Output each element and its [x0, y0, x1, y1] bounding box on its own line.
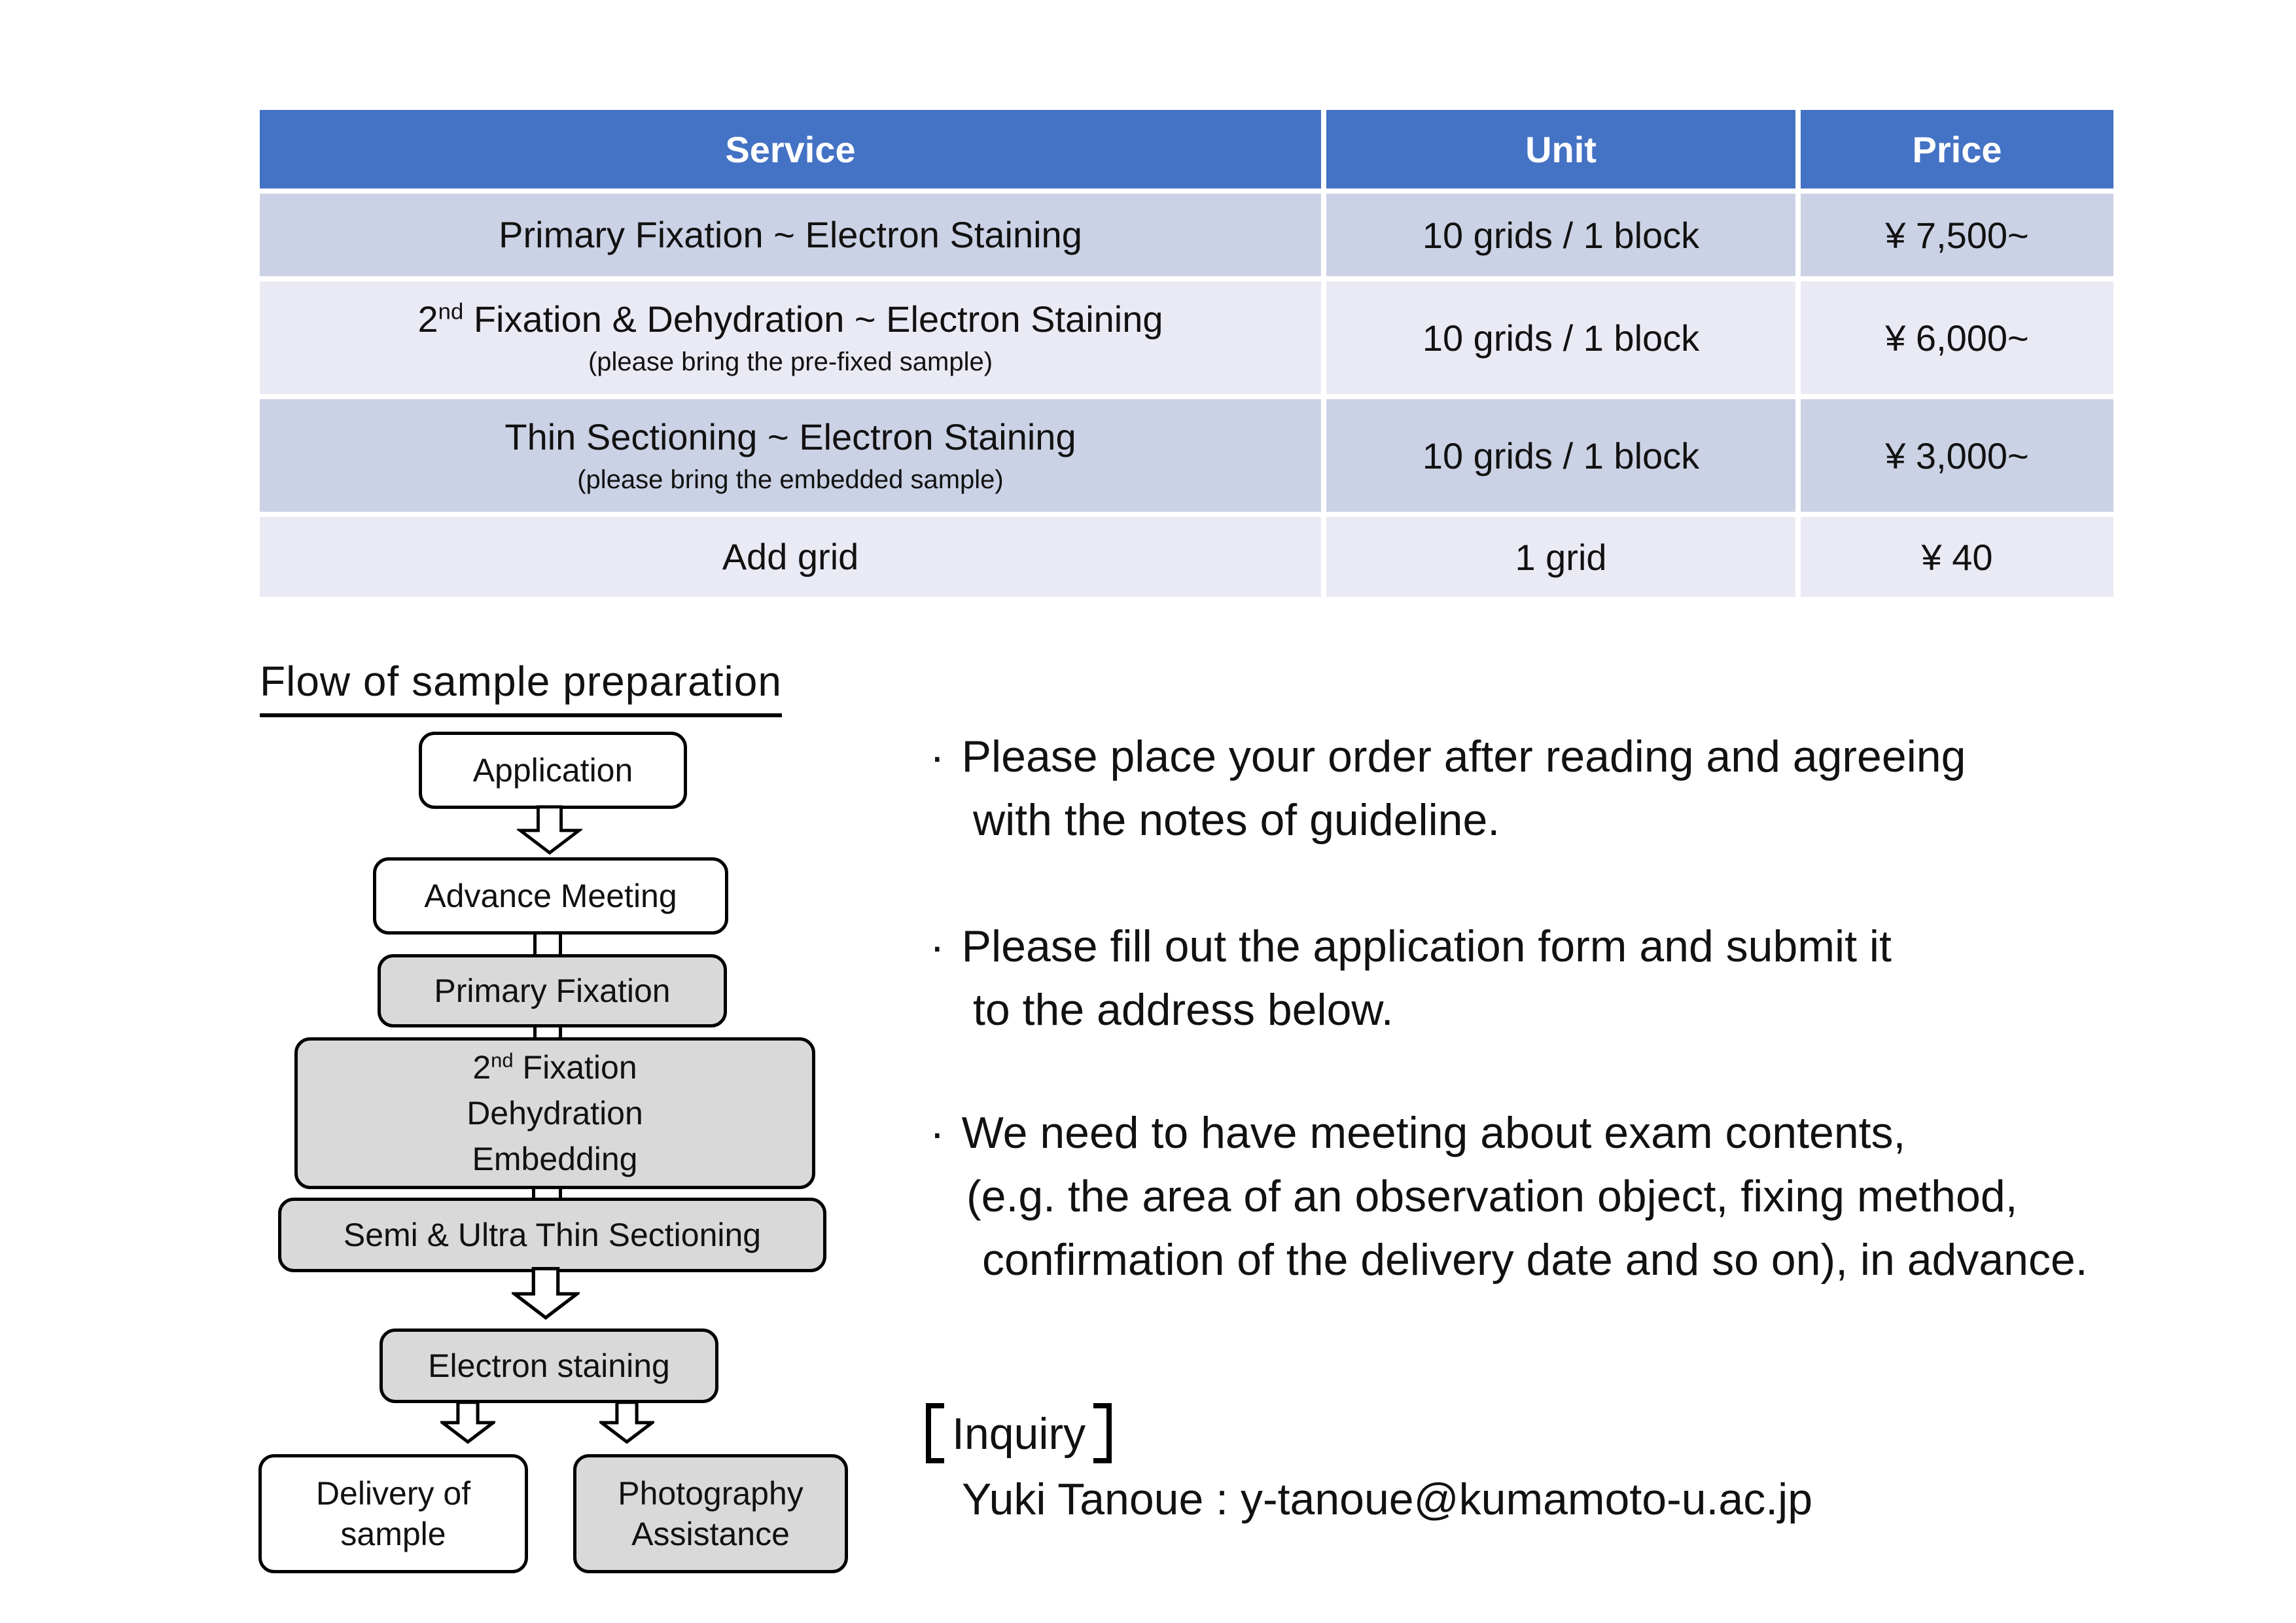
service-text: Thin Sectioning ~ Electron Staining — [504, 416, 1076, 457]
note-line: · We need to have meeting about exam cont… — [930, 1101, 2088, 1165]
service-text: Primary Fixation ~ Electron Staining — [499, 214, 1082, 255]
service-text-base: 2 — [417, 298, 438, 340]
flow-title: Flow of sample preparation — [260, 657, 782, 717]
table-row-4-service: Add grid — [260, 517, 1321, 597]
service-text: 2nd Fixation & Dehydration ~ Electron St… — [417, 298, 1163, 341]
left-lenticular-bracket-icon — [926, 1403, 944, 1463]
bullet-dot-icon: · — [930, 732, 945, 781]
flow-node-label-rest: Fixation — [513, 1049, 637, 1086]
down-arrow-icon — [515, 805, 584, 858]
down-arrow-icon — [509, 1264, 582, 1325]
service-note: (please bring the embedded sample) — [577, 465, 1004, 494]
flow-node-label-line1: Delivery of — [315, 1475, 471, 1512]
table-row-1-service: Primary Fixation ~ Electron Staining — [260, 194, 1321, 276]
down-arrow-icon — [596, 1400, 658, 1447]
unit-text: 10 grids / 1 block — [1422, 435, 1700, 476]
note-line: (e.g. the area of an observation object,… — [966, 1171, 2018, 1221]
header-label: Service — [725, 128, 856, 170]
table-header-service: Service — [260, 110, 1321, 188]
note-line: · Please fill out the application form an… — [930, 915, 1892, 978]
down-arrow-icon — [437, 1400, 499, 1447]
table-row-3-unit: 10 grids / 1 block — [1326, 399, 1795, 512]
inquiry-heading: Inquiry — [926, 1403, 1112, 1467]
bullet-dot-icon: · — [930, 921, 945, 971]
table-row-1-unit: 10 grids / 1 block — [1326, 194, 1795, 276]
flow-node-label-line1: Photography — [618, 1475, 804, 1512]
table-row-2-service: 2nd Fixation & Dehydration ~ Electron St… — [260, 281, 1321, 394]
flow-node-semi-ultra-thin-sectioning: Semi & Ultra Thin Sectioning — [278, 1198, 826, 1272]
header-label: Unit — [1525, 128, 1597, 170]
flow-node-delivery-of-sample: Delivery of sample — [258, 1454, 528, 1573]
table-row-4-price: ¥ 40 — [1801, 517, 2113, 597]
table-row-2-price: ¥ 6,000~ — [1801, 281, 2113, 394]
price-text: ¥ 7,500~ — [1885, 214, 2029, 256]
flow-node-label: Primary Fixation — [434, 972, 671, 1009]
table-row-1-price: ¥ 7,500~ — [1801, 194, 2113, 276]
flow-node-label: Application — [472, 752, 633, 789]
table-header-price: Price — [1801, 110, 2113, 188]
note-bullet-1: · Please place your order after reading a… — [930, 725, 1966, 852]
note-text: We need to have meeting about exam conte… — [961, 1108, 1906, 1158]
flow-node-advance-meeting: Advance Meeting — [373, 857, 728, 935]
flow-node-label: Advance Meeting — [424, 878, 677, 914]
right-lenticular-bracket-icon — [1093, 1403, 1112, 1463]
price-table: Service Unit Price Primary Fixation ~ El… — [260, 110, 2113, 597]
flow-node-second-fixation: 2nd Fixation Dehydration Embedding — [294, 1037, 815, 1189]
unit-text: 10 grids / 1 block — [1422, 317, 1700, 359]
unit-text: 10 grids / 1 block — [1422, 214, 1700, 256]
note-line: · Please place your order after reading a… — [930, 725, 1966, 789]
note-bullet-3: · We need to have meeting about exam cont… — [930, 1101, 2088, 1292]
price-text: ¥ 3,000~ — [1885, 435, 2029, 476]
flow-node-application: Application — [419, 732, 687, 809]
flow-node-label-sup: nd — [491, 1048, 514, 1072]
flow-node-label-line3: Embedding — [472, 1141, 638, 1177]
note-bullet-2: · Please fill out the application form an… — [930, 915, 1892, 1042]
flow-node-primary-fixation: Primary Fixation — [378, 954, 727, 1027]
service-text-sup: nd — [438, 299, 464, 325]
unit-text: 1 grid — [1515, 536, 1607, 578]
flow-node-label-base: 2 — [472, 1049, 491, 1086]
flow-node-photography-assistance: Photography Assistance — [573, 1454, 848, 1573]
inquiry-contact: Yuki Tanoue : y-tanoue@kumamoto-u.ac.jp — [962, 1474, 1813, 1524]
flow-node-label-line2: Dehydration — [467, 1095, 643, 1132]
table-row-3-service: Thin Sectioning ~ Electron Staining (ple… — [260, 399, 1321, 512]
note-text: Please place your order after reading an… — [961, 732, 1966, 781]
note-line: to the address below. — [973, 985, 1394, 1035]
note-line: with the notes of guideline. — [973, 795, 1500, 845]
service-text: Add grid — [722, 536, 859, 577]
flow-node-electron-staining: Electron staining — [380, 1329, 718, 1403]
price-text: ¥ 6,000~ — [1885, 317, 2029, 359]
flow-node-label-line1: 2nd Fixation — [472, 1044, 637, 1090]
inquiry-heading-text: Inquiry — [952, 1408, 1086, 1459]
service-text-rest: Fixation & Dehydration ~ Electron Staini… — [463, 298, 1163, 340]
service-note: (please bring the pre-fixed sample) — [588, 348, 993, 376]
bullet-dot-icon: · — [930, 1108, 945, 1158]
flow-node-label: Semi & Ultra Thin Sectioning — [343, 1217, 762, 1253]
table-header-unit: Unit — [1326, 110, 1795, 188]
price-text: ¥ 40 — [1921, 536, 1993, 578]
flow-node-label-line2: sample — [340, 1516, 446, 1552]
table-row-4-unit: 1 grid — [1326, 517, 1795, 597]
flow-node-label: Electron staining — [428, 1347, 670, 1384]
flow-node-label-line2: Assistance — [631, 1516, 790, 1552]
note-text: Please fill out the application form and… — [961, 921, 1892, 971]
table-row-2-unit: 10 grids / 1 block — [1326, 281, 1795, 394]
header-label: Price — [1912, 128, 2002, 170]
table-row-3-price: ¥ 3,000~ — [1801, 399, 2113, 512]
note-line: confirmation of the delivery date and so… — [982, 1235, 2088, 1285]
